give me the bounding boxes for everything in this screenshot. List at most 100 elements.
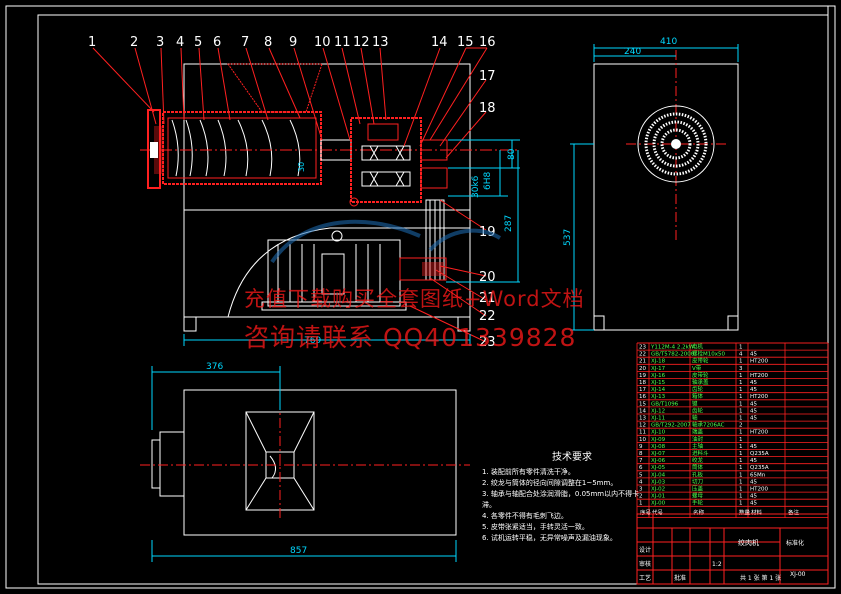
bom-cell-code: XJ-08	[651, 444, 666, 450]
bom-cell-name: 箱体	[692, 392, 704, 400]
balloon-5: 5	[194, 35, 202, 50]
bom-cell-qty: 1	[739, 479, 743, 485]
bom-header-cell: 序号	[640, 508, 652, 516]
bom-cell-material: 45	[750, 444, 757, 450]
bom-cell-material: 45	[750, 494, 757, 500]
bom-cell-qty: 1	[739, 394, 743, 400]
dim-fit-6h8: 6H8	[483, 172, 493, 190]
motor-lift-eye	[331, 230, 343, 242]
title-approve: 批准	[674, 574, 686, 582]
bom-cell-qty: 1	[739, 401, 743, 407]
title-scale: 1:2	[712, 561, 722, 568]
bom-cell-qty: 1	[739, 472, 743, 478]
bom-header-cell: 代号	[652, 508, 664, 516]
bom-cell-name: 皮带轮	[692, 357, 709, 365]
note-item: 1. 装配前所有零件清洗干净。	[482, 468, 575, 476]
title-label: 标准化	[786, 539, 804, 547]
bom-cell-material: 45	[750, 380, 757, 386]
title-name: 绞肉机	[738, 538, 759, 547]
bom-header-cell: 材料	[751, 508, 763, 516]
title-process: 工艺	[639, 574, 651, 582]
side-dimensions	[570, 44, 739, 331]
note-item: 4. 各零件不得有毛刺飞边。	[482, 512, 568, 520]
title-block: 绞肉机 标准化 共 1 张 第 1 张 XJ-00 1:2 设计 审核 工艺 批…	[636, 513, 829, 585]
bom-cell-material: 45	[750, 408, 757, 414]
side-hub	[671, 139, 681, 149]
bom-cell-no: 3	[639, 487, 643, 493]
bom-cell-code: XJ-14	[651, 387, 666, 393]
plan-hopper-edges	[245, 411, 315, 511]
bom-cell-code: GB/T1096	[651, 401, 679, 407]
bom-cell-code: XJ-00	[651, 501, 666, 507]
bom-cell-name: V带	[692, 365, 702, 372]
balloon-2: 2	[130, 35, 138, 50]
plan-dimensions	[151, 366, 457, 562]
bom-cell-material: Q235A	[750, 465, 769, 471]
bom-cell-no: 21	[639, 359, 646, 365]
bom-cell-no: 18	[639, 380, 646, 386]
bom-cell-qty: 1	[739, 451, 743, 457]
barrel-inner	[167, 117, 317, 179]
balloon-15: 15	[457, 35, 474, 50]
bom-cell-material: 45	[750, 387, 757, 393]
motor-terminal-box	[321, 253, 345, 295]
main-dimensions	[183, 139, 520, 346]
plan-handle	[151, 439, 161, 489]
plan-front-plate	[159, 431, 185, 497]
bom-cell-name: 手轮	[692, 499, 704, 507]
bom-cell-qty: 1	[739, 359, 743, 365]
title-sheet: 共 1 张 第 1 张	[740, 574, 781, 582]
balloon-17: 17	[479, 69, 496, 84]
balloon-labels: 1 2 3 4 5 6 7 8 9 10 11 12 13 14 15 16 1…	[88, 35, 496, 350]
foot-right	[457, 316, 471, 332]
bom-cell-name: 螺栓M10x50	[692, 350, 725, 358]
bom-cell-qty: 1	[739, 465, 743, 471]
bom-cell-no: 6	[639, 465, 643, 471]
inner-frame	[37, 14, 829, 585]
bom-cell-no: 5	[639, 472, 643, 478]
bom-cell-material: HT200	[750, 487, 768, 493]
bearing-marks	[369, 145, 405, 187]
bom-cell-no: 15	[639, 401, 646, 407]
bom-cell-name: 皮带轮	[692, 371, 709, 379]
side-foot-left	[593, 315, 605, 331]
bom-cell-code: XJ-13	[651, 394, 666, 400]
balloon-8: 8	[264, 35, 272, 50]
dim-80: 80	[507, 148, 517, 160]
bom-cell-no: 11	[639, 430, 646, 436]
note-item: 2. 绞龙与筒体的径向间隙调整在1~5mm。	[482, 479, 618, 487]
bom-cell-no: 20	[639, 366, 646, 372]
bom-cell-code: XJ-06	[651, 458, 666, 464]
bom-cell-qty: 4	[739, 352, 743, 358]
bom-cell-code: XJ-18	[651, 359, 666, 365]
motor-pulley-hub	[422, 262, 444, 276]
gear-cover-right	[420, 139, 448, 161]
bom-cell-material: HT200	[750, 359, 768, 365]
bom-cell-name: 绞龙	[692, 456, 704, 464]
bom-cell-material: 45	[750, 416, 757, 422]
bom-cell-qty: 1	[739, 458, 743, 464]
balloon-11: 11	[334, 35, 351, 50]
bom-cell-name: 轴	[692, 414, 698, 422]
side-foot-right	[727, 315, 739, 331]
balloon-12: 12	[353, 35, 370, 50]
bom-cell-no: 22	[639, 352, 646, 358]
bom-cell-name: 电机	[692, 343, 704, 351]
bom-cell-no: 8	[639, 451, 643, 457]
gear-top	[367, 123, 399, 141]
bom-cell-qty: 1	[739, 494, 743, 500]
bom-cell-qty: 1	[739, 408, 743, 414]
balloon-21: 21	[479, 291, 496, 306]
bom-cell-name: 齿轮	[692, 406, 704, 414]
bolt-mark	[349, 197, 359, 207]
bom-cell-name: 轴承7206AC	[692, 421, 725, 429]
watermark-line-2: 咨询请联系 QQ401339828	[244, 323, 577, 352]
balloon-3: 3	[156, 35, 164, 50]
bom-cell-name: 油封	[692, 435, 704, 443]
side-frame	[593, 63, 739, 331]
bom-cell-qty: 1	[739, 416, 743, 422]
balloon-18: 18	[479, 101, 496, 116]
bom-cell-code: GB/T292-2007	[651, 423, 691, 429]
